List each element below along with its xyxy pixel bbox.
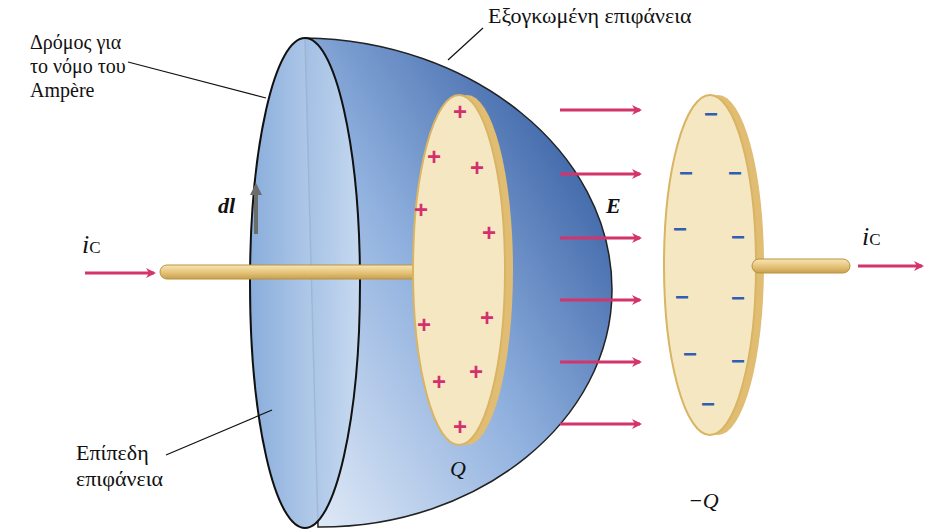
charge-sign: − — [704, 102, 718, 126]
vector-label: dl — [218, 193, 235, 219]
surface-label: Εξογκωμένη επιφάνεια — [488, 3, 692, 29]
charge-sign: + — [453, 415, 467, 439]
charge-sign: + — [453, 100, 467, 124]
charge-sign: − — [731, 286, 745, 310]
wire — [752, 259, 850, 273]
charge-sign: − — [701, 392, 715, 416]
charge-sign: − — [731, 225, 745, 249]
charge-sign: − — [731, 349, 745, 373]
charge-label: −Q — [688, 488, 719, 514]
field-label: E — [606, 193, 621, 219]
leader-line — [166, 410, 272, 455]
current-label: iC — [82, 232, 101, 261]
current-label: iC — [862, 224, 881, 253]
path-label: Δρόμος για το νόμο του Ampère — [30, 30, 142, 102]
charge-sign: + — [469, 360, 483, 384]
positive-plate — [413, 95, 505, 445]
charge-sign: + — [417, 313, 431, 337]
charge-sign: − — [679, 161, 693, 185]
charge-sign: − — [728, 161, 742, 185]
charge-label: Q — [450, 456, 466, 482]
leader-line — [128, 62, 266, 98]
flat-surface — [250, 38, 360, 528]
charge-sign: + — [480, 306, 494, 330]
charge-sign: + — [414, 198, 428, 222]
negative-plate — [664, 95, 756, 435]
charge-sign: − — [673, 217, 687, 241]
field-arrows — [560, 110, 640, 424]
charge-sign: + — [482, 221, 496, 245]
path-element-arrow — [254, 186, 258, 234]
leader-line — [448, 28, 483, 60]
charge-sign: − — [675, 285, 689, 309]
charge-sign: + — [432, 370, 446, 394]
charge-sign: + — [427, 145, 441, 169]
charge-sign: − — [683, 342, 697, 366]
current-arrow — [85, 272, 154, 275]
charge-sign: + — [470, 156, 484, 180]
current-arrow — [858, 265, 922, 268]
surface-label: Επίπεδη επιφάνεια — [76, 440, 176, 492]
